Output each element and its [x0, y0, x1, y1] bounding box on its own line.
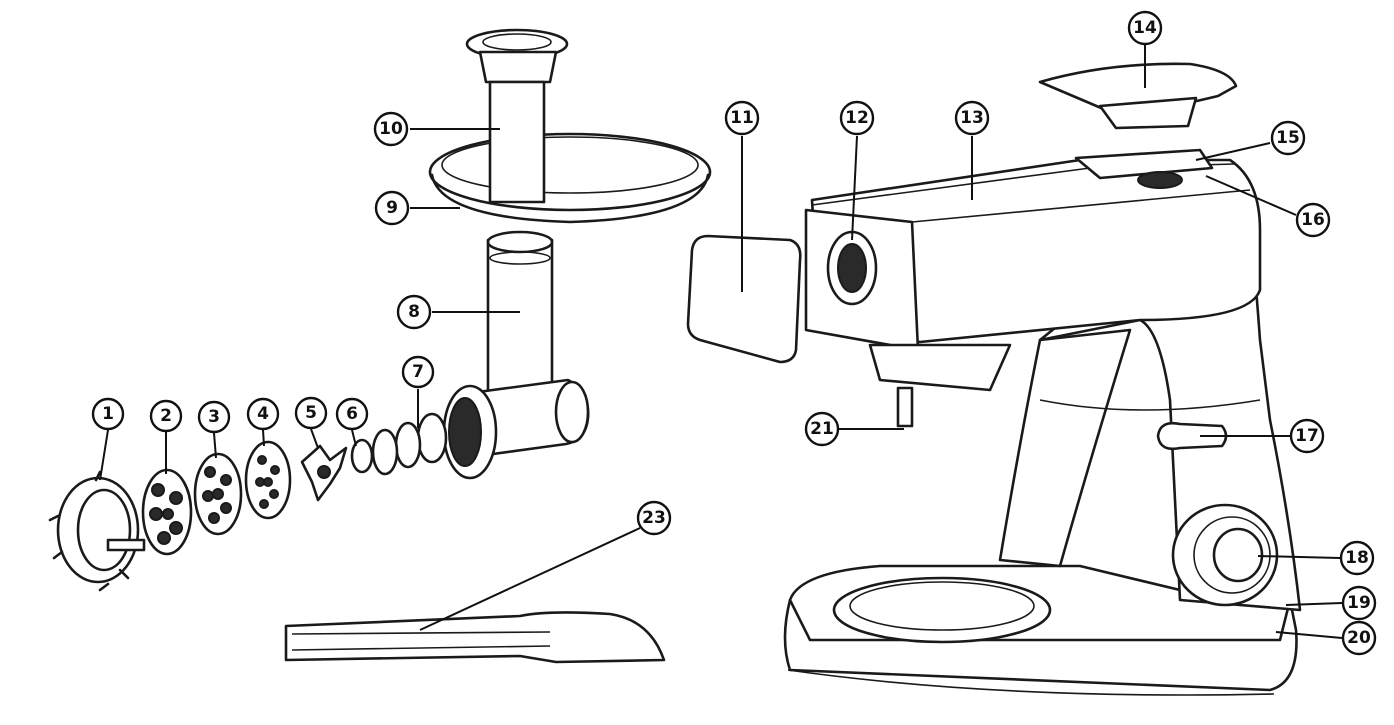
- feed-tray: [428, 132, 712, 224]
- svg-text:10: 10: [379, 119, 403, 139]
- callout-17: 17: [1289, 418, 1325, 454]
- leader-lines: [99, 45, 1343, 639]
- callout-6: 6: [335, 397, 369, 431]
- callout-15: 15: [1270, 120, 1306, 156]
- svg-text:6: 6: [346, 404, 358, 424]
- callout-9: 9: [374, 190, 410, 226]
- svg-text:17: 17: [1295, 426, 1319, 446]
- food-pusher: [465, 28, 569, 204]
- sausage-tube: [284, 611, 666, 664]
- auger-screw: [350, 412, 448, 476]
- svg-text:13: 13: [960, 108, 984, 128]
- svg-text:11: 11: [730, 108, 754, 128]
- callout-8: 8: [396, 294, 432, 330]
- callout-5: 5: [294, 396, 328, 430]
- svg-text:4: 4: [257, 404, 269, 424]
- callout-18: 18: [1339, 540, 1375, 576]
- ring-nut: [48, 470, 146, 592]
- svg-text:5: 5: [305, 403, 317, 423]
- svg-text:16: 16: [1301, 210, 1325, 230]
- svg-text:21: 21: [810, 419, 834, 439]
- svg-text:14: 14: [1133, 18, 1157, 38]
- callout-7: 7: [401, 355, 435, 389]
- callout-11: 11: [724, 100, 760, 136]
- callout-3: 3: [197, 400, 231, 434]
- svg-text:19: 19: [1347, 593, 1371, 613]
- callout-14: 14: [1127, 10, 1163, 46]
- grinding-plate-medium: [193, 452, 243, 536]
- svg-text:12: 12: [845, 108, 869, 128]
- svg-text:23: 23: [642, 508, 666, 528]
- svg-text:2: 2: [160, 406, 172, 426]
- callout-13: 13: [954, 100, 990, 136]
- mixer-head: [804, 148, 1262, 428]
- svg-text:3: 3: [208, 407, 220, 427]
- svg-text:15: 15: [1276, 128, 1300, 148]
- callout-19: 19: [1341, 585, 1377, 621]
- callout-10: 10: [373, 111, 409, 147]
- top-cover: [1038, 62, 1238, 130]
- svg-text:1: 1: [102, 404, 114, 424]
- svg-text:7: 7: [412, 362, 424, 382]
- callout-20: 20: [1341, 620, 1377, 656]
- callout-16: 16: [1295, 202, 1331, 238]
- callout-21: 21: [804, 411, 840, 447]
- callout-12: 12: [839, 100, 875, 136]
- callout-23: 23: [636, 500, 672, 536]
- callout-1: 1: [91, 397, 125, 431]
- grinding-plate-coarse: [141, 468, 193, 556]
- svg-text:20: 20: [1347, 628, 1371, 648]
- svg-text:18: 18: [1345, 548, 1369, 568]
- svg-text:8: 8: [408, 302, 420, 322]
- svg-text:9: 9: [386, 198, 398, 218]
- callout-4: 4: [246, 397, 280, 431]
- grinder-body: [442, 230, 590, 480]
- grinding-plate-fine: [244, 440, 292, 520]
- callout-2: 2: [149, 399, 183, 433]
- cutting-blade: [300, 444, 348, 502]
- front-cover: [686, 234, 802, 364]
- mixer-base: [783, 564, 1298, 696]
